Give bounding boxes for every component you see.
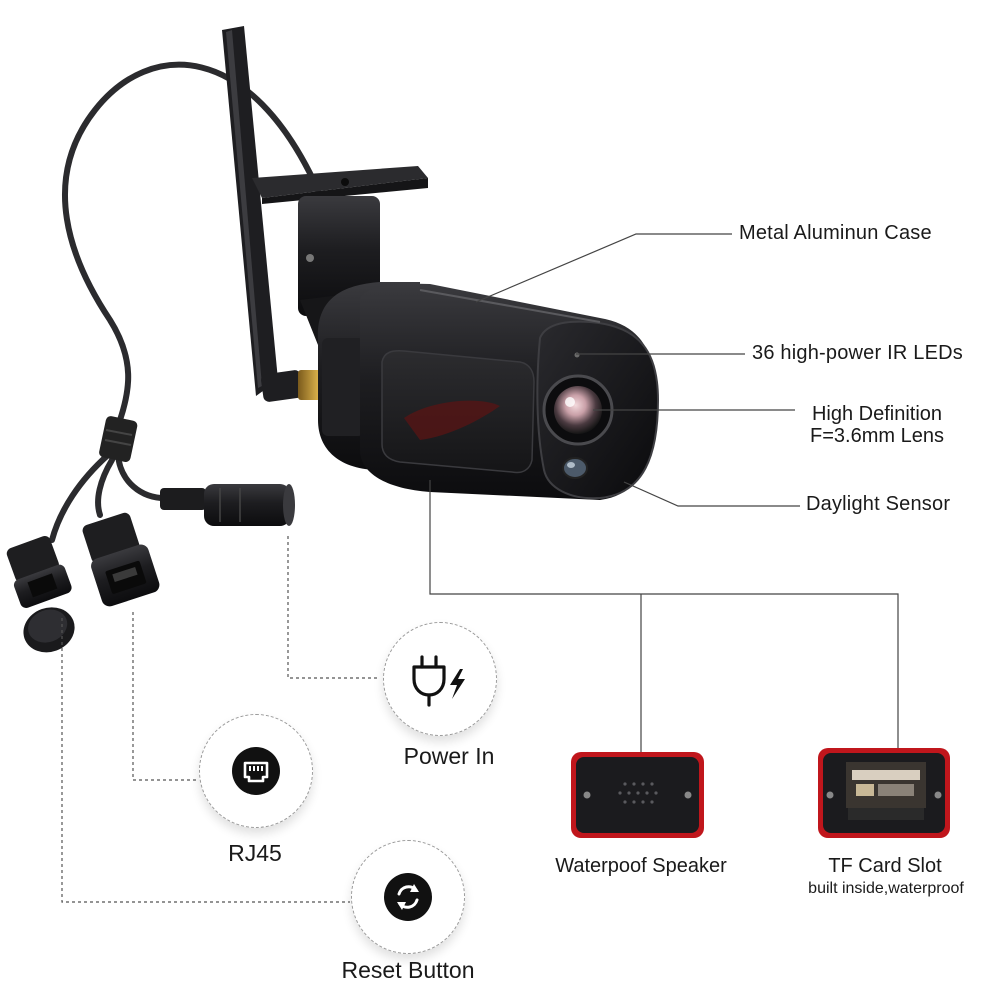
lightning-icon bbox=[450, 669, 465, 699]
rj45-label: RJ45 bbox=[228, 840, 282, 866]
rj45-connector bbox=[82, 512, 160, 607]
reset-connector bbox=[6, 535, 75, 653]
tf-card-detail bbox=[818, 748, 950, 838]
lens-label: High Definition F=3.6mm Lens bbox=[792, 403, 962, 447]
tf-card-label: TF Card Slot bbox=[828, 855, 942, 877]
speaker-detail bbox=[571, 752, 704, 838]
daylight-label: Daylight Sensor bbox=[806, 493, 951, 515]
leader-lines bbox=[429, 233, 899, 752]
power-plug-icon bbox=[412, 655, 465, 707]
reset-cable bbox=[49, 452, 111, 543]
daylight-sensor-window bbox=[562, 457, 588, 479]
power-in-label: Power In bbox=[403, 743, 495, 769]
ir-leds-label: 36 high-power IR LEDs bbox=[752, 342, 963, 364]
main-cable bbox=[62, 61, 321, 423]
lens-label-line2: F=3.6mm Lens bbox=[810, 425, 944, 447]
cable-harness bbox=[49, 61, 321, 543]
tf-card-sublabel: built inside,waterproof bbox=[808, 880, 964, 897]
reset-badge bbox=[351, 840, 465, 954]
dashed-connectors bbox=[61, 536, 380, 903]
ethernet-port-icon bbox=[232, 747, 280, 795]
dc-power-jack bbox=[160, 484, 295, 526]
reset-button-label: Reset Button bbox=[341, 957, 475, 983]
power-in-badge bbox=[383, 622, 497, 736]
speaker-label: Waterpoof Speaker bbox=[555, 855, 727, 877]
case-label: Metal Aluminun Case bbox=[739, 222, 932, 244]
lens-label-line1: High Definition bbox=[811, 403, 943, 425]
rj45-cable bbox=[95, 457, 115, 518]
rj45-badge bbox=[199, 714, 313, 828]
reset-arrows-icon bbox=[384, 873, 432, 921]
cable-splitter bbox=[99, 416, 138, 462]
camera-body bbox=[317, 282, 660, 500]
